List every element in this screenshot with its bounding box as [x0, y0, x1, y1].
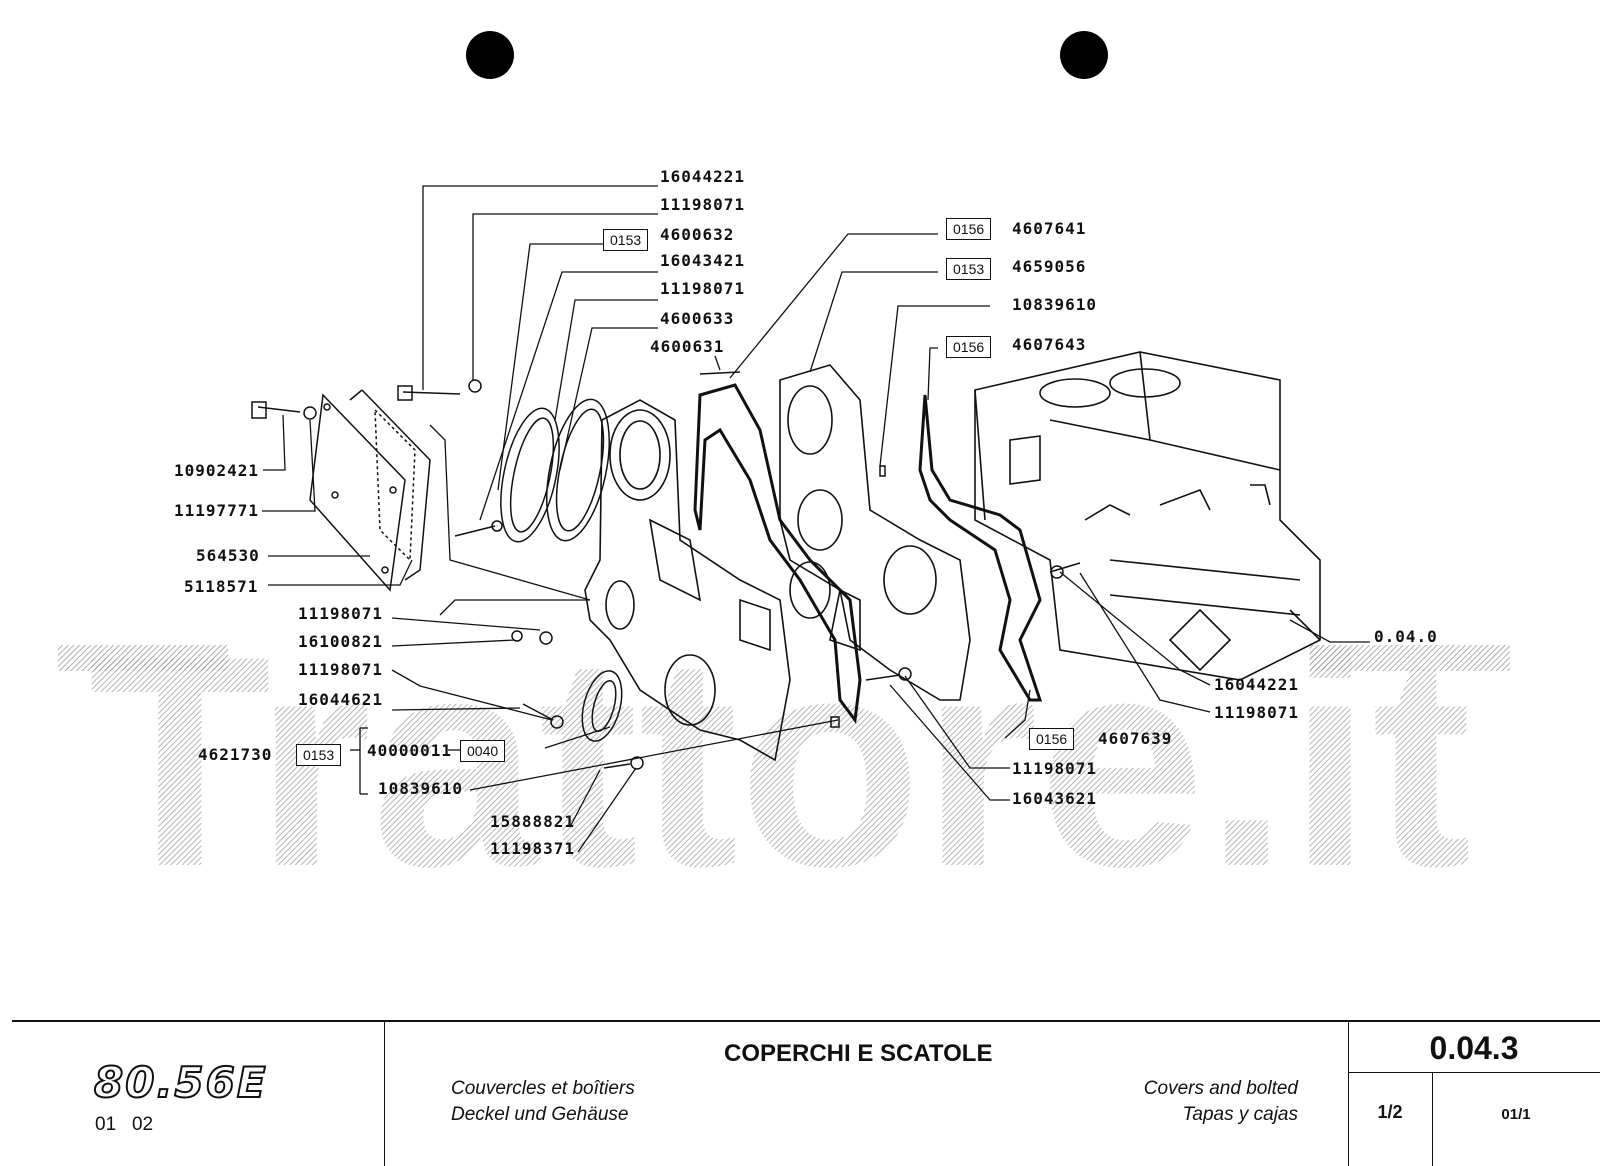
page-number: 1/2 — [1377, 1102, 1403, 1122]
leader-lines — [262, 185, 1370, 853]
part-label: 11198071 — [298, 660, 384, 679]
part-label: 0.04.0 — [1374, 627, 1438, 646]
part-label: 4600633 — [660, 309, 735, 328]
part-label: 4607643 — [1012, 335, 1087, 354]
exploded-parts-diagram — [251, 185, 1370, 853]
code-box: 0156 — [946, 218, 992, 240]
model-number: 80.56E — [93, 1057, 268, 1108]
binding-hole-left — [466, 31, 514, 79]
reference-cell: 0.04.3 1/2 01/1 — [1348, 1022, 1600, 1166]
part-label: 564530 — [196, 546, 260, 565]
title-italian: COPERCHI E SCATOLE — [724, 1040, 993, 1067]
timing-cover-front — [584, 399, 791, 762]
part-label: 40000011 — [367, 741, 453, 760]
title-cell: COPERCHI E SCATOLE Couvercles et boîtier… — [384, 1022, 1349, 1166]
part-label: 4600631 — [650, 337, 725, 356]
part-label: 11197771 — [174, 501, 260, 520]
part-label: 4600632 — [660, 225, 735, 244]
part-label: 16044221 — [660, 167, 746, 186]
timing-housing-rear — [779, 364, 971, 701]
part-label: 16100821 — [298, 632, 384, 651]
part-label: 4659056 — [1012, 257, 1087, 276]
code-box: 0156 — [1029, 728, 1075, 750]
part-label: 11198071 — [660, 279, 746, 298]
gasket-right — [918, 394, 1043, 702]
part-label: 16043421 — [660, 251, 746, 270]
part-label: 10902421 — [174, 461, 260, 480]
bolts — [251, 371, 1081, 770]
end-cover-plate — [309, 389, 431, 592]
part-label: 16044221 — [1214, 675, 1300, 694]
seal-rings — [500, 398, 623, 742]
title-german: Deckel und Gehäuse — [451, 1104, 629, 1125]
ref-divider — [1348, 1072, 1600, 1073]
part-label: 11198071 — [1012, 759, 1098, 778]
part-label: 11198071 — [1214, 703, 1300, 722]
revision-number: 01/1 — [1501, 1106, 1531, 1123]
section-number: 0.04.3 — [1429, 1030, 1519, 1066]
ref-vdivider — [1432, 1072, 1433, 1166]
part-label: 11198371 — [490, 839, 576, 858]
title-french: Couvercles et boîtiers — [451, 1078, 635, 1099]
engine-block — [974, 351, 1321, 681]
model-sub: 01 02 — [95, 1114, 154, 1135]
code-box: 0156 — [946, 336, 992, 358]
title-block: 80.56E 01 02 COPERCHI E SCATOLE Couvercl… — [12, 1020, 1600, 1166]
binding-hole-right — [1060, 31, 1108, 79]
title-english: Covers and bolted — [1143, 1078, 1298, 1099]
code-box: 0040 — [460, 740, 506, 762]
part-label: 10839610 — [378, 779, 464, 798]
part-label: 11198071 — [660, 195, 746, 214]
title-spanish: Tapas y cajas — [1182, 1104, 1298, 1125]
part-label: 4607641 — [1012, 219, 1087, 238]
part-label: 16043621 — [1012, 789, 1098, 808]
part-label: 4607639 — [1098, 729, 1173, 748]
part-label: 15888821 — [490, 812, 576, 831]
part-label: 5118571 — [184, 577, 259, 596]
code-box: 0153 — [946, 258, 992, 280]
gasket-outline — [693, 383, 862, 724]
part-label: 16044621 — [298, 690, 384, 709]
part-label: 11198071 — [298, 604, 384, 623]
model-cell: 80.56E 01 02 — [12, 1022, 385, 1166]
part-label: 4621730 — [198, 745, 273, 764]
code-box: 0153 — [603, 229, 649, 251]
code-box: 0153 — [296, 744, 342, 766]
part-label: 10839610 — [1012, 295, 1098, 314]
